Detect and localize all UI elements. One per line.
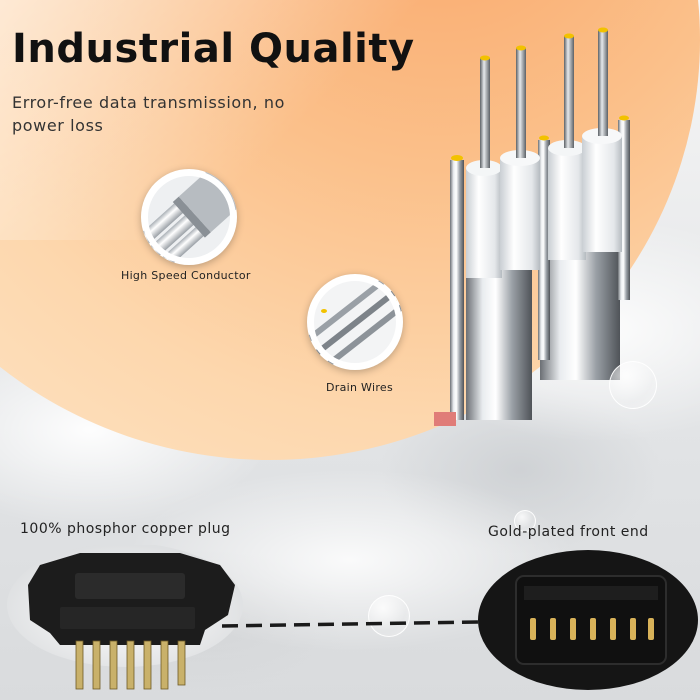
- bubble: [368, 595, 410, 637]
- cable-cross-section-icon: [434, 27, 630, 426]
- drain-caption: Drain Wires: [326, 381, 394, 394]
- right-plug-icon: [478, 550, 698, 690]
- drain-wire-zoom-icon: [307, 274, 403, 370]
- bubble: [514, 510, 536, 532]
- banner-title: Industrial Quality: [12, 26, 415, 72]
- conductor-caption: High Speed Conductor: [121, 269, 251, 282]
- conductor-zoom-icon: [141, 169, 237, 265]
- banner-subtitle: Error-free data transmission, no power l…: [12, 93, 286, 135]
- bubble: [609, 361, 657, 409]
- right-plug-label: Gold-plated front end: [488, 524, 649, 540]
- left-plug-icon: [7, 545, 243, 690]
- left-plug-label: 100% phosphor copper plug: [20, 521, 231, 537]
- connector-dashed-line: [222, 620, 481, 628]
